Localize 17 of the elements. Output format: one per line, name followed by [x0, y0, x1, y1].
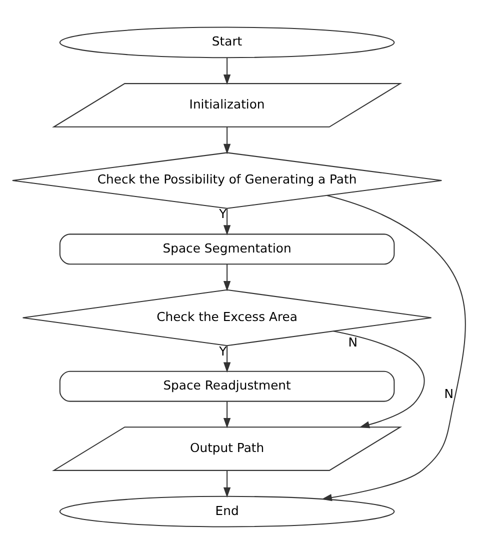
edge-label: N [444, 386, 454, 401]
arrow [333, 330, 425, 428]
arrow [322, 195, 466, 502]
edge-label: Y [219, 344, 227, 358]
arrow [223, 127, 231, 154]
edge-label: Y [219, 207, 227, 222]
arrow [223, 470, 231, 498]
node-box: Space Readjustment [59, 370, 395, 402]
arrow [223, 401, 231, 428]
arrow [223, 58, 231, 85]
arrow [223, 346, 231, 373]
node-ellipse: End [59, 496, 395, 528]
node-diamond: Check the Possibility of Generating a Path [12, 152, 442, 209]
node-ellipse: Start [59, 26, 395, 58]
node-box: Space Segmentation [59, 234, 395, 265]
arrow [223, 208, 231, 236]
arrow [223, 264, 231, 292]
